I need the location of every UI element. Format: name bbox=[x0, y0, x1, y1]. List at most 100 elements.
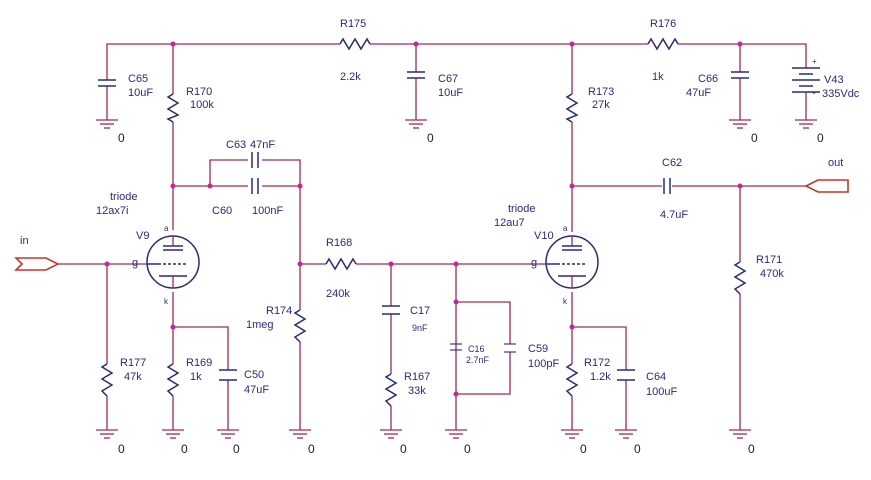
svg-text:k: k bbox=[563, 297, 568, 306]
resistor-r173: R173 27k bbox=[565, 86, 614, 123]
ground-r172: 0 bbox=[561, 429, 587, 456]
capacitor-c16: C16 2.7nF bbox=[450, 343, 490, 365]
svg-text:33k: 33k bbox=[408, 385, 426, 397]
capacitor-c50: C50 47uF bbox=[219, 369, 269, 396]
svg-text:C63: C63 bbox=[226, 139, 246, 151]
capacitor-c66: C66 47uF bbox=[686, 71, 749, 99]
svg-text:C17: C17 bbox=[410, 305, 430, 317]
resistor-r172: R172 1.2k bbox=[565, 357, 611, 397]
dc-source-v43: + - V43 335Vdc bbox=[792, 57, 860, 100]
svg-text:0: 0 bbox=[427, 131, 434, 145]
svg-text:k: k bbox=[164, 297, 169, 306]
resistor-r176: R176 1k bbox=[647, 18, 679, 83]
svg-text:47k: 47k bbox=[124, 371, 142, 383]
svg-text:C65: C65 bbox=[128, 73, 148, 85]
svg-text:0: 0 bbox=[233, 442, 240, 456]
svg-text:0: 0 bbox=[748, 442, 755, 456]
svg-text:-: - bbox=[812, 87, 816, 99]
svg-text:240k: 240k bbox=[326, 288, 350, 300]
svg-text:0: 0 bbox=[817, 131, 824, 145]
capacitor-c60: C60 100nF bbox=[212, 178, 283, 217]
junction-dots bbox=[104, 41, 743, 397]
resistor-r175: R175 2.2k bbox=[339, 18, 371, 83]
ground-symbols: 0 0 0 0 0 0 bbox=[96, 119, 824, 456]
resistor-r171: R171 470k bbox=[733, 254, 784, 295]
wires bbox=[58, 43, 807, 430]
svg-text:C50: C50 bbox=[244, 369, 264, 381]
ground-r167: 0 bbox=[380, 429, 407, 456]
svg-text:C60: C60 bbox=[212, 205, 232, 217]
svg-text:335Vdc: 335Vdc bbox=[822, 88, 860, 100]
svg-text:R176: R176 bbox=[650, 18, 676, 30]
svg-text:0: 0 bbox=[464, 442, 471, 456]
svg-text:+: + bbox=[812, 57, 817, 66]
svg-text:C62: C62 bbox=[662, 157, 682, 169]
svg-text:R174: R174 bbox=[266, 305, 292, 317]
capacitor-c17: C17 9nF bbox=[382, 305, 430, 333]
svg-text:1meg: 1meg bbox=[246, 319, 274, 331]
svg-text:R172: R172 bbox=[584, 357, 610, 369]
resistor-r168: R168 240k bbox=[325, 237, 357, 300]
ground-c64: 0 bbox=[615, 429, 641, 456]
svg-text:0: 0 bbox=[118, 131, 125, 145]
svg-text:in: in bbox=[20, 235, 29, 247]
svg-text:100pF: 100pF bbox=[528, 358, 559, 370]
svg-text:0: 0 bbox=[181, 442, 188, 456]
svg-text:0: 0 bbox=[634, 442, 641, 456]
svg-text:10uF: 10uF bbox=[128, 87, 153, 99]
svg-text:0: 0 bbox=[400, 442, 407, 456]
svg-text:R167: R167 bbox=[404, 371, 430, 383]
resistor-r177: R177 47k bbox=[100, 357, 146, 397]
ground-c50: 0 bbox=[217, 429, 240, 456]
svg-text:4.7uF: 4.7uF bbox=[660, 209, 688, 221]
svg-text:47uF: 47uF bbox=[244, 384, 269, 396]
ground-r169: 0 bbox=[162, 429, 188, 456]
ground-c66: 0 bbox=[729, 119, 758, 145]
ground-v43: 0 bbox=[795, 119, 824, 145]
ground-r171: 0 bbox=[729, 429, 755, 456]
capacitor-c65: C65 10uF bbox=[98, 73, 153, 99]
svg-text:1k: 1k bbox=[652, 71, 664, 83]
triode-v9: a g k V9 triode 12ax7i bbox=[96, 191, 200, 306]
svg-text:C64: C64 bbox=[646, 371, 666, 383]
svg-text:R173: R173 bbox=[588, 86, 614, 98]
svg-text:12ax7i: 12ax7i bbox=[96, 205, 128, 217]
capacitor-c63: C63 47nF bbox=[226, 139, 275, 168]
output-port: out bbox=[804, 157, 849, 193]
triode-v10: a g k V10 triode 12au7 bbox=[494, 203, 599, 306]
svg-text:0: 0 bbox=[751, 131, 758, 145]
ground-r177: 0 bbox=[96, 429, 125, 456]
svg-text:2.7nF: 2.7nF bbox=[466, 355, 490, 365]
ground-c67: 0 bbox=[405, 119, 434, 145]
svg-text:100uF: 100uF bbox=[646, 386, 677, 398]
ground-c16: 0 bbox=[445, 429, 471, 456]
svg-text:2.2k: 2.2k bbox=[340, 71, 361, 83]
svg-text:C66: C66 bbox=[698, 73, 718, 85]
svg-text:R169: R169 bbox=[186, 357, 212, 369]
svg-text:V10: V10 bbox=[534, 230, 554, 242]
svg-text:1k: 1k bbox=[190, 371, 202, 383]
svg-text:100nF: 100nF bbox=[252, 205, 283, 217]
svg-text:C67: C67 bbox=[438, 73, 458, 85]
svg-text:R170: R170 bbox=[186, 86, 212, 98]
svg-text:1.2k: 1.2k bbox=[590, 371, 611, 383]
svg-text:0: 0 bbox=[580, 442, 587, 456]
resistor-r169: R169 1k bbox=[166, 357, 212, 397]
resistor-r174: R174 1meg bbox=[246, 305, 307, 343]
ground-c65: 0 bbox=[96, 119, 125, 145]
svg-text:a: a bbox=[563, 224, 568, 233]
capacitor-c67: C67 10uF bbox=[407, 71, 463, 99]
ground-r174: 0 bbox=[289, 429, 315, 456]
input-port: in bbox=[14, 235, 60, 271]
svg-text:47nF: 47nF bbox=[250, 139, 275, 151]
svg-text:470k: 470k bbox=[760, 268, 784, 280]
svg-text:out: out bbox=[828, 157, 843, 169]
svg-text:47uF: 47uF bbox=[686, 87, 711, 99]
resistor-r167: R167 33k bbox=[384, 371, 430, 407]
svg-text:R177: R177 bbox=[120, 357, 146, 369]
resistor-r170: R170 100k bbox=[166, 86, 214, 123]
svg-text:0: 0 bbox=[118, 442, 125, 456]
svg-text:a: a bbox=[164, 224, 169, 233]
svg-text:g: g bbox=[531, 257, 537, 269]
